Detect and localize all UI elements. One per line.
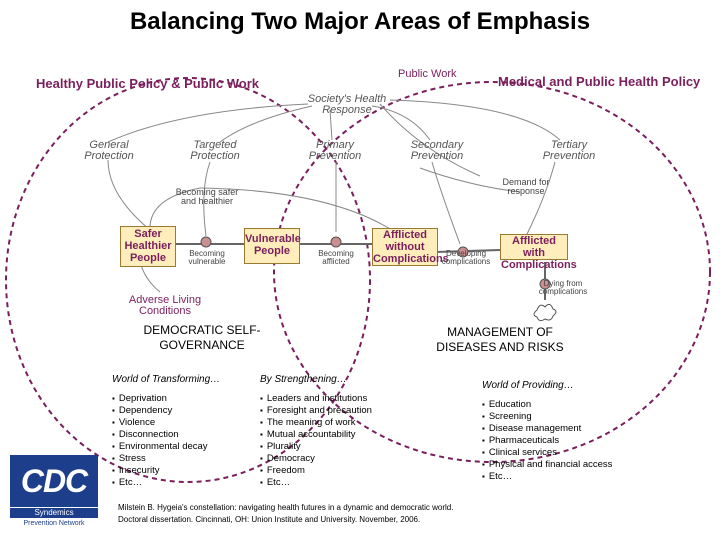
list-item: Democracy: [260, 453, 420, 465]
flow-becoming-afflicted: Becoming afflicted: [318, 249, 354, 266]
list-item: The meaning of work: [260, 417, 420, 429]
outflow-cloud: [533, 303, 557, 322]
list-item: Screening: [482, 411, 652, 423]
column-header-transforming: World of Transforming…: [112, 374, 221, 385]
list-item: Mutual accountability: [260, 429, 420, 441]
node-demand-for-response: Demand for response: [502, 177, 550, 196]
logo-syndemics-label: Syndemics: [10, 508, 98, 518]
list-strengthening: Leaders and institutions Foresight and p…: [260, 393, 420, 489]
list-item: Insecurity: [112, 465, 252, 477]
stock-afflicted-with-complications: Afflicted with Complications: [500, 234, 577, 271]
list-transforming: Deprivation Dependency Violence Disconne…: [112, 393, 252, 489]
caption-management-of-diseases: MANAGEMENT OF DISEASES AND RISKS: [436, 325, 564, 354]
right-ellipse: [273, 81, 711, 463]
list-item: Environmental decay: [112, 441, 252, 453]
node-tertiary-prevention: Tertiary Prevention: [542, 139, 596, 162]
header-healthy-public-policy: Healthy Public Policy & Public Work: [36, 76, 259, 91]
label-public-work: Public Work: [398, 68, 457, 80]
column-header-providing: World of Providing…: [482, 380, 574, 391]
stock-afflicted-without-complications: Afflicted without Complications: [372, 228, 449, 266]
flow-becoming-vulnerable: Becoming vulnerable: [188, 249, 226, 266]
list-item: Pharmaceuticals: [482, 435, 652, 447]
valve-developing: [457, 246, 469, 258]
list-item: Disease management: [482, 423, 652, 435]
list-item: Physical and financial access: [482, 459, 652, 471]
list-providing: Education Screening Disease management P…: [482, 399, 652, 483]
feedback-arcs: [107, 99, 561, 293]
list-item: Etc…: [260, 477, 420, 489]
column-header-strengthening: By Strengthening…: [260, 374, 347, 385]
list-item: Plurality: [260, 441, 420, 453]
page-title: Balancing Two Major Areas of Emphasis: [129, 8, 591, 35]
citation-line-1: Milstein B. Hygeia's constellation: navi…: [118, 503, 454, 512]
list-item: Freedom: [260, 465, 420, 477]
list-item: Etc…: [482, 471, 652, 483]
valve-becoming-afflicted: [330, 236, 342, 248]
valve-becoming-vulnerable: [200, 236, 212, 248]
flow-valves: [200, 236, 551, 290]
citation: Milstein B. Hygeia's constellation: navi…: [118, 502, 598, 526]
list-item: Disconnection: [112, 429, 252, 441]
node-becoming-safer: Becoming safer and healthier: [175, 187, 239, 206]
list-item: Violence: [112, 417, 252, 429]
caption-democratic-self-governance: DEMOCRATIC SELF-GOVERNANCE: [143, 323, 261, 352]
node-primary-prevention: Primary Prevention: [308, 139, 362, 162]
list-item: Foresight and precaution: [260, 405, 420, 417]
list-item: Clinical services: [482, 447, 652, 459]
valve-dying: [539, 278, 551, 290]
header-medical-public-health: Medical and Public Health Policy: [498, 74, 701, 89]
node-adverse-living-conditions: Adverse Living Conditions: [128, 294, 202, 317]
logo-network-label: Prevention Network: [23, 520, 85, 527]
stock-vulnerable-people: Vulnerable People: [244, 228, 301, 264]
cdc-logo-mark: CDC: [10, 455, 98, 507]
node-secondary-prevention: Secondary Prevention: [410, 139, 464, 162]
list-item: Deprivation: [112, 393, 252, 405]
node-general-protection: General Protection: [84, 139, 134, 162]
node-societys-health-response: Society's Health Response: [307, 93, 387, 116]
flow-dying-from-complications: Dying from complications: [538, 279, 588, 296]
node-targeted-protection: Targeted Protection: [190, 139, 240, 162]
stock-safer-healthier-people: Safer Healthier People: [120, 226, 176, 267]
list-item: Leaders and institutions: [260, 393, 420, 405]
citation-line-2: Doctoral dissertation. Cincinnati, OH: U…: [118, 515, 421, 524]
list-item: Education: [482, 399, 652, 411]
list-item: Stress: [112, 453, 252, 465]
flow-developing-complications: Developing complications: [441, 249, 491, 266]
list-item: Dependency: [112, 405, 252, 417]
list-item: Etc…: [112, 477, 252, 489]
cdc-syndemics-logo: CDC Syndemics Prevention Network: [10, 455, 98, 528]
